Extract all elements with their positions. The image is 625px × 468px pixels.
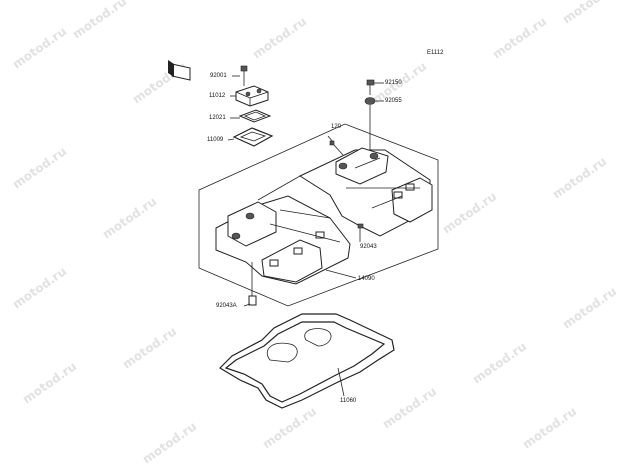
stud-92043-part (357, 223, 364, 242)
bolt-92001-part (232, 65, 248, 86)
front-arrow-icon (168, 60, 191, 81)
part-label-92150[interactable]: 92150 (385, 80, 402, 86)
part-label-92055[interactable]: 92055 (385, 98, 402, 104)
plate-12021-part (230, 109, 272, 123)
figure-code: E1112 (427, 50, 444, 56)
part-label-92043A[interactable]: 92043A (216, 303, 237, 309)
cam-cover-lower-part (215, 175, 351, 285)
part-label-92043[interactable]: 92043 (360, 244, 377, 250)
leader-14090 (325, 269, 357, 279)
bolt-92150-part (366, 79, 384, 95)
bolt-120-part (327, 135, 344, 156)
part-label-14090[interactable]: 14090 (358, 276, 375, 282)
part-label-11012[interactable]: 11012 (209, 93, 226, 99)
dowel-92043A-part (243, 262, 257, 307)
part-label-120[interactable]: 120 (331, 124, 342, 130)
part-label-11009[interactable]: 11009 (207, 137, 224, 143)
cam-cover-upper-part (298, 147, 433, 237)
gasket-11009-part (227, 127, 274, 147)
washer-92055-part (364, 97, 384, 150)
cap-11012-part (230, 85, 269, 107)
assembly-outline (198, 123, 439, 307)
part-label-11060[interactable]: 11060 (340, 398, 357, 404)
part-label-92001[interactable]: 92001 (210, 73, 227, 79)
gasket-11060-part (219, 313, 395, 409)
part-label-12021[interactable]: 12021 (209, 115, 226, 121)
